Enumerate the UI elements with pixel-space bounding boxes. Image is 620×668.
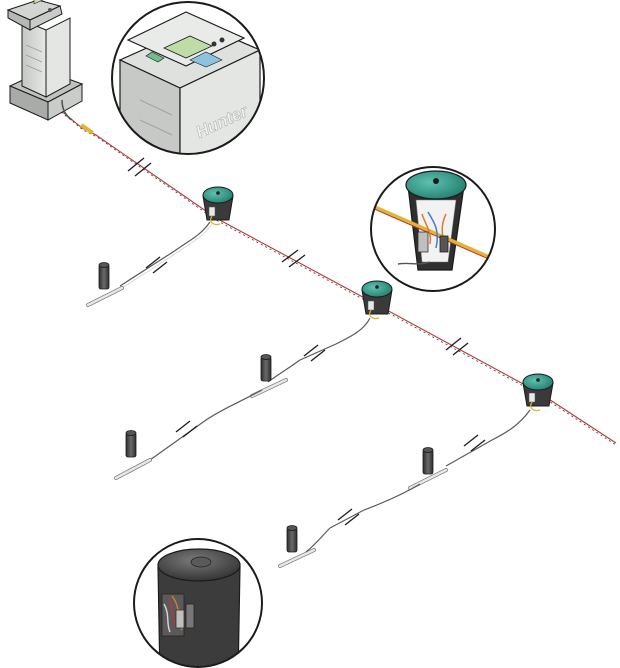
branch-line-2 xyxy=(114,317,371,480)
decoder-wiring-icon xyxy=(370,166,496,292)
decoder-box-icon xyxy=(522,373,554,412)
controller-panel-icon: Hunter xyxy=(111,1,265,155)
sprinkler-head-icon xyxy=(260,354,272,382)
branch-line-3 xyxy=(278,409,531,568)
branch-line-1 xyxy=(86,221,213,307)
wire-break-marks xyxy=(127,157,469,356)
decoder-box-icon xyxy=(202,186,234,226)
sprinkler-head-icon xyxy=(98,262,110,290)
irrigation-controller-icon xyxy=(6,0,84,121)
sprinkler-head-icon xyxy=(125,430,137,458)
sprinkler-head-icon xyxy=(422,447,434,475)
sprinkler-head-icon xyxy=(286,525,298,553)
decoder-box-icon xyxy=(361,280,393,320)
sprinkler-wiring-icon xyxy=(133,538,263,668)
